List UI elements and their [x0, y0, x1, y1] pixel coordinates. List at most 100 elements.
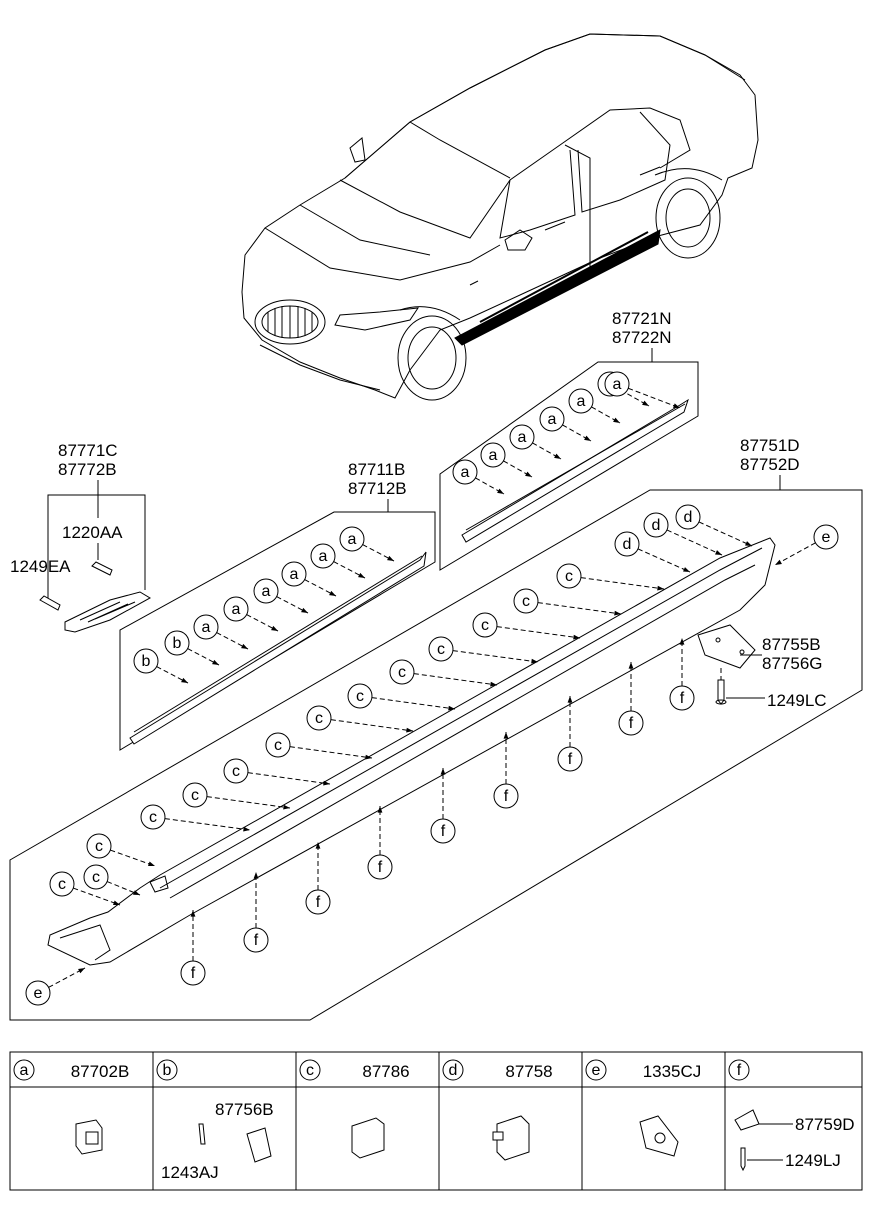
nut-icon [246, 1127, 272, 1163]
callout-letter: f [680, 690, 685, 707]
callout-circle [428, 636, 454, 662]
callout-f: f [493, 732, 519, 809]
callout-leader [371, 697, 456, 710]
callout-c: c [472, 612, 581, 640]
emblem-group: 87771C 87772B 1220AA 1249EA [10, 441, 152, 633]
callout-circle [389, 659, 415, 685]
callout-letter: a [548, 411, 557, 428]
callout-f: f [180, 910, 206, 986]
callout-letter: f [254, 932, 259, 949]
callout-circle [265, 732, 291, 758]
part-label-87756G: 87756G [762, 654, 823, 673]
callout-letter: b [142, 653, 151, 670]
callout-leader [110, 849, 156, 867]
callout-d: d [643, 512, 723, 556]
clip-icon [734, 1109, 760, 1131]
rear-moulding-group: 87721N 87722N [439, 309, 699, 571]
callout-circle [557, 746, 583, 772]
callout-circle [509, 424, 535, 450]
rear-door-moulding [461, 398, 689, 543]
legend-key-letter: b [163, 1062, 172, 1079]
part-label-1249EA: 1249EA [10, 557, 71, 576]
callout-letter: f [316, 894, 321, 911]
clip-icon [492, 1131, 504, 1141]
callout-circle [140, 804, 166, 830]
callout-circle [669, 685, 695, 711]
callout-circle [568, 388, 594, 414]
callout-letter: c [191, 787, 199, 804]
legend-key-circle [442, 1059, 464, 1081]
callout-circle [339, 526, 365, 552]
part-label-1249LC: 1249LC [767, 691, 827, 710]
callout-circle [306, 705, 332, 731]
callout-leader [666, 529, 723, 556]
callout-letter: a [461, 464, 470, 481]
callout-leader [333, 561, 366, 579]
callout-circle [675, 504, 701, 530]
callout-leader [330, 719, 414, 732]
callout-letter: c [522, 593, 530, 610]
callout-circle [813, 524, 839, 550]
callout-leader [537, 602, 622, 615]
callout-leader [698, 521, 753, 547]
callout-circle [223, 758, 249, 784]
legend-key-letter: d [449, 1062, 458, 1079]
callout-letter: f [191, 965, 196, 982]
callout-f: f [557, 696, 583, 772]
callout-a: a [568, 388, 621, 424]
callout-letter: a [290, 566, 299, 583]
clip-icon [496, 1115, 530, 1161]
bracket-screw [717, 679, 725, 705]
callout-e: e [774, 524, 839, 566]
callout-letter: c [58, 876, 66, 893]
callout-circle [618, 710, 644, 736]
part-label-87721N: 87721N [612, 309, 672, 328]
callout-letter: c [398, 664, 406, 681]
callout-leader [496, 626, 581, 639]
legend-key-circle [585, 1059, 607, 1081]
legend-key-circle [299, 1059, 321, 1081]
callout-leader [216, 632, 249, 650]
legend-key-letter: c [306, 1062, 314, 1079]
legend-sub-code: 1243AJ [161, 1163, 219, 1182]
callout-letter: f [629, 715, 634, 732]
callout-circle [539, 406, 565, 432]
callout-circle [243, 927, 269, 953]
callout-letter: e [34, 985, 43, 1002]
legend-sub-code: 87759D [795, 1115, 855, 1134]
callout-layer: aaaaaaabbaaaaaaccccccccccccccdddffffffff… [25, 371, 839, 1006]
callout-letter: c [437, 641, 445, 658]
callout-leader [73, 887, 121, 906]
callout-c: c [306, 705, 414, 733]
callout-letter: e [822, 529, 831, 546]
callout-circle [472, 612, 498, 638]
legend-table [9, 1051, 863, 1191]
callout-letter: a [489, 447, 498, 464]
callout-circle [281, 561, 307, 587]
callout-leader [246, 614, 279, 632]
emblem-plate [64, 591, 152, 633]
callout-circle [604, 371, 630, 397]
front-moulding-group: 87711B 87712B [119, 460, 436, 751]
callout-circle [182, 782, 208, 808]
callout-circle [513, 588, 539, 614]
callout-f: f [305, 842, 331, 915]
callout-c: c [223, 758, 331, 786]
side-sill-group: 87751D 87752D 87755B 87756G 1249LC [9, 436, 863, 1021]
callout-b: b [164, 630, 220, 666]
callout-c: c [347, 683, 456, 711]
callout-a: a [253, 578, 309, 614]
callout-a: a [452, 459, 505, 495]
callout-c: c [389, 659, 498, 687]
callout-letter: f [504, 788, 509, 805]
callout-b: b [133, 648, 189, 684]
callout-c: c [182, 782, 291, 810]
callout-leader [276, 596, 309, 614]
callout-circle [480, 442, 506, 468]
callout-c: c [428, 636, 539, 664]
callout-letter: a [577, 393, 586, 410]
legend-part-code: 1335CJ [643, 1062, 702, 1081]
